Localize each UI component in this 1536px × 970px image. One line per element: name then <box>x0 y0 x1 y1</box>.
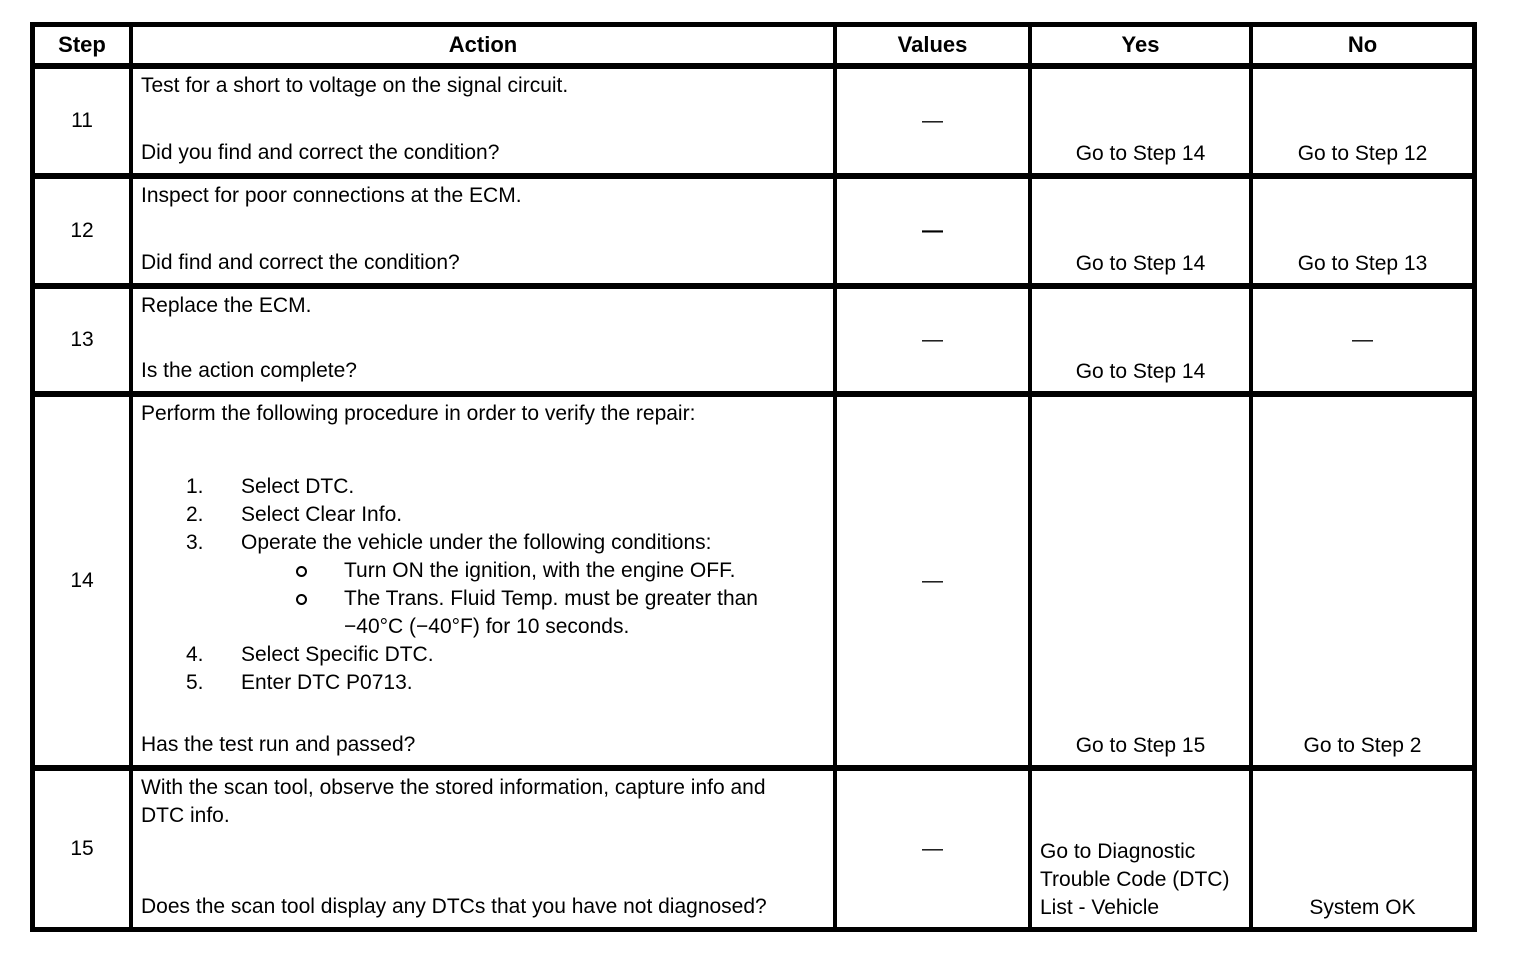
ordered-list-item: 4. Select Specific DTC. <box>186 641 825 669</box>
values-cell: — <box>837 179 1028 283</box>
diagnostic-table: Step Action Values Yes No 11 Test for a s… <box>30 22 1477 932</box>
values-cell: — <box>837 289 1028 391</box>
ordered-list-item: 3. Operate the vehicle under the followin… <box>186 529 825 641</box>
yes-cell: Go to Diagnostic Trouble Code (DTC) List… <box>1032 771 1249 927</box>
sub-bullet-column <box>296 557 344 585</box>
list-item-number: 1. <box>186 474 204 498</box>
action-question: Did find and correct the condition? <box>141 251 460 274</box>
values-cell: — <box>837 69 1028 173</box>
ordered-list-item: 5. Enter DTC P0713. <box>186 669 825 697</box>
yes-cell: Go to Step 14 <box>1032 179 1249 283</box>
action-text: Test for a short to voltage on the signa… <box>141 74 569 97</box>
list-item-text: Enter DTC P0713. <box>241 669 825 697</box>
step-cell: 12 <box>35 179 129 283</box>
yes-cell: Go to Step 15 <box>1032 397 1249 765</box>
list-item-text-line: Operate the vehicle under the following … <box>241 530 712 554</box>
sub-list-text: The Trans. Fluid Temp. must be greater t… <box>344 586 758 638</box>
list-item-text: Select Specific DTC. <box>241 641 825 669</box>
step-cell: 13 <box>35 289 129 391</box>
step-cell: 11 <box>35 69 129 173</box>
list-item-number: 4. <box>186 642 204 666</box>
no-cell: Go to Step 2 <box>1253 397 1472 765</box>
list-item-text: Select DTC. <box>241 473 825 501</box>
action-cell: Perform the following procedure in order… <box>133 397 833 765</box>
action-text: Replace the ECM. <box>141 294 312 317</box>
no-cell: — <box>1253 289 1472 391</box>
action-cell: Test for a short to voltage on the signa… <box>133 69 833 173</box>
list-item-text: Operate the vehicle under the following … <box>241 529 825 641</box>
step-cell: 14 <box>35 397 129 765</box>
no-cell: Go to Step 13 <box>1253 179 1472 283</box>
list-item-text: Select Clear Info. <box>241 501 825 529</box>
action-cell: Inspect for poor connections at the ECM.… <box>133 179 833 283</box>
action-question: Did you find and correct the condition? <box>141 141 500 164</box>
action-text: Perform the following procedure in order… <box>141 402 696 425</box>
values-cell: — <box>837 397 1028 765</box>
values-cell: — <box>837 771 1028 927</box>
list-item-number: 2. <box>186 502 204 526</box>
column-header-values: Values <box>837 27 1028 63</box>
sub-list-item: Turn ON the ignition, with the engine OF… <box>296 557 825 585</box>
sub-list-item: The Trans. Fluid Temp. must be greater t… <box>296 585 825 641</box>
list-item-number: 3. <box>186 530 204 554</box>
list-item-text-line: Select Clear Info. <box>241 502 403 526</box>
action-text: Inspect for poor connections at the ECM. <box>141 184 522 207</box>
no-cell: Go to Step 12 <box>1253 69 1472 173</box>
yes-cell: Go to Step 14 <box>1032 69 1249 173</box>
no-cell: System OK <box>1253 771 1472 927</box>
action-text: With the scan tool, observe the stored i… <box>141 776 766 827</box>
circle-bullet-icon <box>296 593 307 605</box>
list-item-text-line: Select DTC. <box>241 474 355 498</box>
action-cell: With the scan tool, observe the stored i… <box>133 771 833 927</box>
sub-list-text: Turn ON the ignition, with the engine OF… <box>344 558 736 582</box>
yes-cell: Go to Step 14 <box>1032 289 1249 391</box>
column-header-step: Step <box>35 27 129 63</box>
column-header-no: No <box>1253 27 1472 63</box>
column-header-action: Action <box>133 27 833 63</box>
list-item-text-line: Select Specific DTC. <box>241 642 434 666</box>
action-ordered-list: 1. Select DTC. 2. Select Clear Info. 3. Opera… <box>141 473 825 697</box>
ordered-list-item: 2. Select Clear Info. <box>186 501 825 529</box>
action-question: Is the action complete? <box>141 359 357 382</box>
circle-bullet-icon <box>296 565 307 577</box>
list-item-text-line: Enter DTC P0713. <box>241 670 413 694</box>
step-cell: 15 <box>35 771 129 927</box>
column-header-yes: Yes <box>1032 27 1249 63</box>
ordered-list-item: 1. Select DTC. <box>186 473 825 501</box>
list-item-number: 5. <box>186 670 204 694</box>
sub-bullet-column <box>296 585 344 641</box>
action-question: Does the scan tool display any DTCs that… <box>141 895 767 918</box>
action-question: Has the test run and passed? <box>141 733 416 756</box>
action-cell: Replace the ECM. Is the action complete? <box>133 289 833 391</box>
